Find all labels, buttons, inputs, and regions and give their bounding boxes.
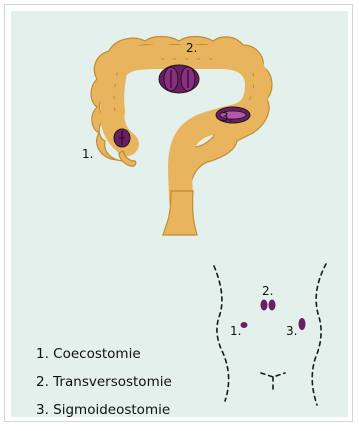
figure-frame: 2. 3. 1. 2. 1. 3. 1. Coecostomie 2. xyxy=(4,4,353,422)
body-stoma-caecum xyxy=(241,322,248,328)
legend-item-sigmoideostomie: 3. Sigmoideostomie xyxy=(36,403,172,418)
legend: 1. Coecostomie 2. Transversostomie 3. Si… xyxy=(36,347,172,431)
label-caecum: 1. xyxy=(82,147,93,161)
legend-item-transversostomie: 2. Transversostomie xyxy=(36,375,172,390)
label-transverse: 2. xyxy=(186,41,197,55)
body-label-transverse: 2. xyxy=(262,284,273,298)
legend-item-coecostomie: 1. Coecostomie xyxy=(36,347,172,362)
abdomen-left-contour xyxy=(214,266,229,401)
stoma-caecum xyxy=(114,129,130,147)
body-stoma-transverse xyxy=(261,300,276,311)
rectum xyxy=(163,191,197,235)
stoma-transverse xyxy=(159,65,199,93)
body-label-caecum: 1. xyxy=(230,324,241,338)
abdomen-right-contour xyxy=(312,264,326,405)
body-label-sigmoid: 3. xyxy=(286,324,297,338)
body-stoma-sigmoid xyxy=(299,318,306,330)
navel-mark xyxy=(261,373,285,393)
illustration-panel: 2. 3. 1. 2. 1. 3. 1. Coecostomie 2. xyxy=(11,11,348,417)
label-sigmoid: 3. xyxy=(221,110,232,124)
